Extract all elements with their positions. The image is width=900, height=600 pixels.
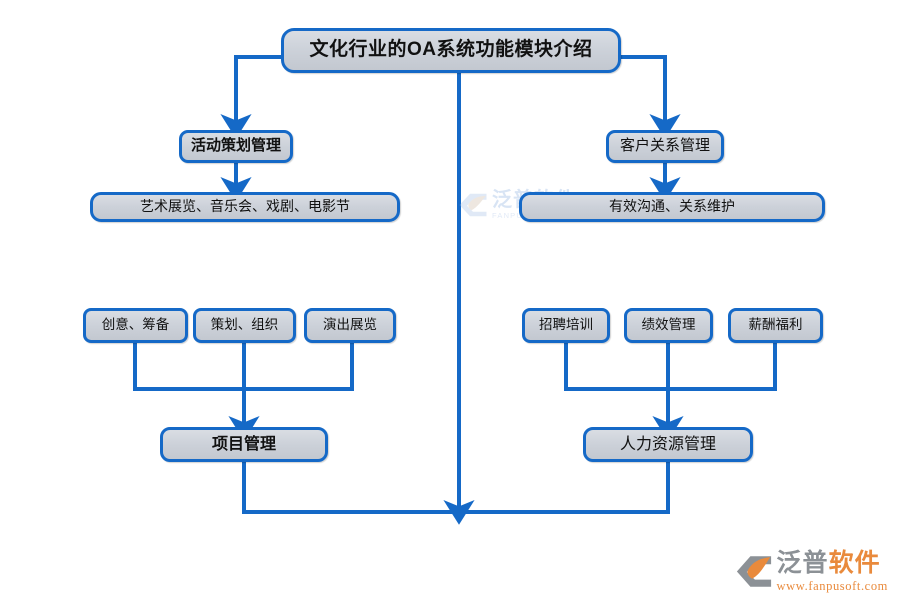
node-left-item-1-label: 创意、筹备	[101, 317, 170, 333]
node-title[interactable]: 文化行业的OA系统功能模块介绍	[281, 28, 621, 73]
node-left-result-label: 项目管理	[211, 435, 276, 453]
node-right-item-3[interactable]: 薪酬福利	[728, 308, 823, 343]
node-right-result-label: 人力资源管理	[619, 435, 716, 453]
brand-name-part1: 泛普	[776, 548, 829, 577]
node-left-item-1[interactable]: 创意、筹备	[83, 308, 188, 343]
brand-logo-icon	[736, 555, 771, 587]
brand-logo-text: 泛普软件 www.fanpusoft.com	[776, 548, 888, 593]
node-right-result[interactable]: 人力资源管理	[583, 427, 753, 462]
connector-right-items-bus	[564, 343, 777, 391]
node-right-item-1-label: 招聘培训	[539, 317, 593, 333]
node-left-item-3-label: 演出展览	[323, 317, 377, 333]
node-right-item-1[interactable]: 招聘培训	[522, 308, 610, 343]
brand-url: www.fanpusoft.com	[776, 578, 888, 593]
node-right-header[interactable]: 客户关系管理	[606, 130, 724, 163]
node-left-header[interactable]: 活动策划管理	[179, 130, 293, 163]
connector-results-bottom-bus	[242, 462, 670, 514]
brand-name-part2: 软件	[828, 548, 881, 577]
node-right-header-label: 客户关系管理	[619, 137, 710, 155]
node-right-banner[interactable]: 有效沟通、关系维护	[519, 192, 825, 222]
node-right-item-3-label: 薪酬福利	[748, 317, 803, 333]
node-left-header-label: 活动策划管理	[190, 137, 281, 155]
connector-title-to-right-header	[621, 55, 681, 139]
node-title-label: 文化行业的OA系统功能模块介绍	[309, 39, 593, 61]
node-left-item-3[interactable]: 演出展览	[304, 308, 396, 343]
node-left-item-2-label: 策划、组织	[210, 317, 279, 333]
node-right-item-2[interactable]: 绩效管理	[624, 308, 713, 343]
node-left-result[interactable]: 项目管理	[160, 427, 328, 462]
node-right-item-2-label: 绩效管理	[641, 317, 696, 333]
connector-title-to-left-header	[220, 55, 281, 139]
node-left-banner-label: 艺术展览、音乐会、戏剧、电影节	[140, 198, 350, 215]
node-right-banner-label: 有效沟通、关系维护	[609, 198, 735, 215]
brand-name: 泛普软件	[776, 548, 888, 577]
node-left-item-2[interactable]: 策划、组织	[193, 308, 296, 343]
node-left-banner[interactable]: 艺术展览、音乐会、戏剧、电影节	[90, 192, 400, 222]
brand-logo: 泛普软件 www.fanpusoft.com	[736, 548, 888, 593]
